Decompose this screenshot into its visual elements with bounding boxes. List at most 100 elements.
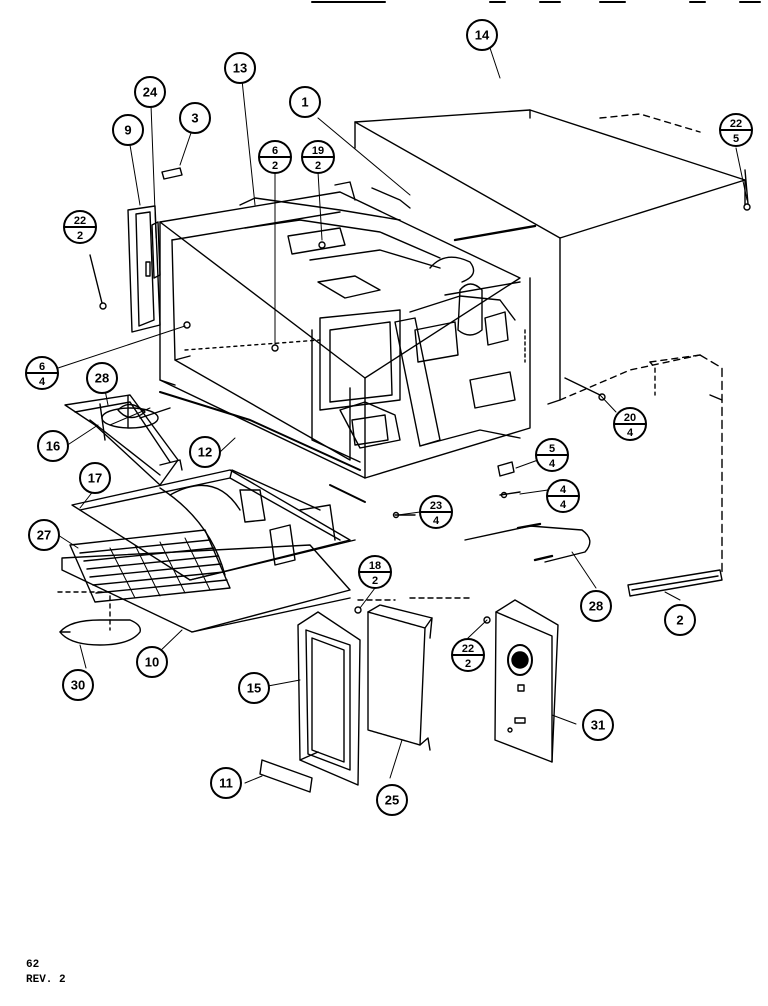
callout-24: 24	[134, 76, 166, 108]
fraction-top: 22	[462, 643, 474, 655]
callout-circle	[466, 19, 498, 51]
trim-strip	[259, 759, 313, 793]
callout-11: 11	[210, 767, 242, 799]
wire-harness	[464, 522, 591, 563]
fraction-callout-f6-2: 62	[258, 140, 292, 174]
control-panel	[494, 599, 559, 763]
callout-circle	[179, 102, 211, 134]
fraction-callout-f4-4: 44	[546, 479, 580, 513]
fraction-top: 18	[369, 560, 381, 572]
callout-30: 30	[62, 669, 94, 701]
fraction-top: 23	[430, 500, 442, 512]
callout-1: 1	[289, 86, 321, 118]
fraction-callout-f23-4: 234	[419, 495, 453, 529]
fraction-bottom: 2	[315, 160, 321, 172]
callout-circle	[289, 86, 321, 118]
callout-circle	[134, 76, 166, 108]
callout-circle	[37, 430, 69, 462]
screws	[89, 169, 751, 624]
fraction-bottom: 2	[272, 160, 278, 172]
fraction-top: 6	[272, 145, 278, 157]
grille	[69, 529, 231, 603]
callout-label: 28	[589, 599, 603, 614]
callout-14: 14	[466, 19, 498, 51]
fraction-bottom: 4	[549, 458, 556, 470]
fraction-callout-f19-2: 192	[301, 140, 335, 174]
callout-circle	[189, 436, 221, 468]
callout-3: 3	[179, 102, 211, 134]
fraction-top: 20	[624, 412, 636, 424]
fraction-callout-f22-2a: 222	[63, 210, 97, 244]
callout-circle	[582, 709, 614, 741]
callout-circle	[238, 672, 270, 704]
page-number: 62	[26, 959, 40, 971]
callout-label: 9	[124, 123, 131, 138]
callout-circle	[79, 462, 111, 494]
callout-label: 15	[247, 681, 261, 696]
callout-label: 28	[95, 371, 109, 386]
fraction-top: 22	[74, 215, 86, 227]
fraction-bottom: 2	[465, 658, 471, 670]
fraction-top: 5	[549, 443, 555, 455]
fraction-top: 4	[560, 484, 567, 496]
callout-2: 2	[664, 604, 696, 636]
callout-circle	[210, 767, 242, 799]
callout-circle	[376, 784, 408, 816]
bracket	[357, 597, 471, 751]
callout-28b: 28	[580, 590, 612, 622]
callout-label: 25	[385, 793, 399, 808]
callout-circle	[62, 669, 94, 701]
fraction-bottom: 4	[560, 499, 567, 511]
fraction-bottom: 2	[77, 230, 83, 242]
callout-circle	[86, 362, 118, 394]
latch-part	[161, 167, 183, 180]
callout-label: 31	[591, 718, 605, 733]
fraction-bottom: 4	[433, 515, 440, 527]
cabinet-cover	[354, 109, 746, 576]
fraction-top: 22	[730, 118, 742, 130]
fraction-bottom: 5	[733, 133, 739, 145]
callout-label: 11	[219, 776, 233, 791]
fraction-bottom: 2	[372, 575, 378, 587]
fraction-callout-f6-4: 64	[25, 356, 59, 390]
callout-label: 27	[37, 528, 51, 543]
callout-label: 13	[233, 61, 247, 76]
callout-28a: 28	[86, 362, 118, 394]
fraction-bottom: 4	[627, 427, 634, 439]
callout-label: 1	[301, 95, 308, 110]
main-chassis	[159, 181, 531, 479]
rod	[159, 391, 366, 503]
callout-15: 15	[238, 672, 270, 704]
fraction-top: 6	[39, 361, 45, 373]
fan-assembly	[64, 394, 183, 486]
callout-circle	[112, 114, 144, 146]
callout-13: 13	[224, 52, 256, 84]
callout-label: 24	[143, 85, 158, 100]
base-tray	[71, 469, 356, 581]
lamp	[59, 619, 141, 646]
callout-circle	[28, 519, 60, 551]
fraction-callout-f22-5: 225	[719, 113, 753, 147]
callout-27: 27	[28, 519, 60, 551]
callout-label: 12	[198, 445, 212, 460]
bottom-flange	[627, 569, 723, 597]
callout-circle	[664, 604, 696, 636]
callout-31: 31	[582, 709, 614, 741]
callout-label: 16	[46, 439, 60, 454]
callout-10: 10	[136, 646, 168, 678]
fraction-callout-f5-4: 54	[535, 438, 569, 472]
revision-label: REV. 2	[26, 974, 66, 986]
small-clip	[497, 461, 515, 477]
callout-label: 30	[71, 678, 85, 693]
page-footer: 62 REV. 2	[26, 958, 66, 988]
fraction-callout-f20-4: 204	[613, 407, 647, 441]
callout-16: 16	[37, 430, 69, 462]
callout-label: 2	[676, 613, 683, 628]
callout-17: 17	[79, 462, 111, 494]
callout-25: 25	[376, 784, 408, 816]
callout-label: 3	[191, 111, 198, 126]
callout-label: 17	[88, 471, 102, 486]
fraction-callout-f18-2: 182	[358, 555, 392, 589]
callout-circle	[580, 590, 612, 622]
